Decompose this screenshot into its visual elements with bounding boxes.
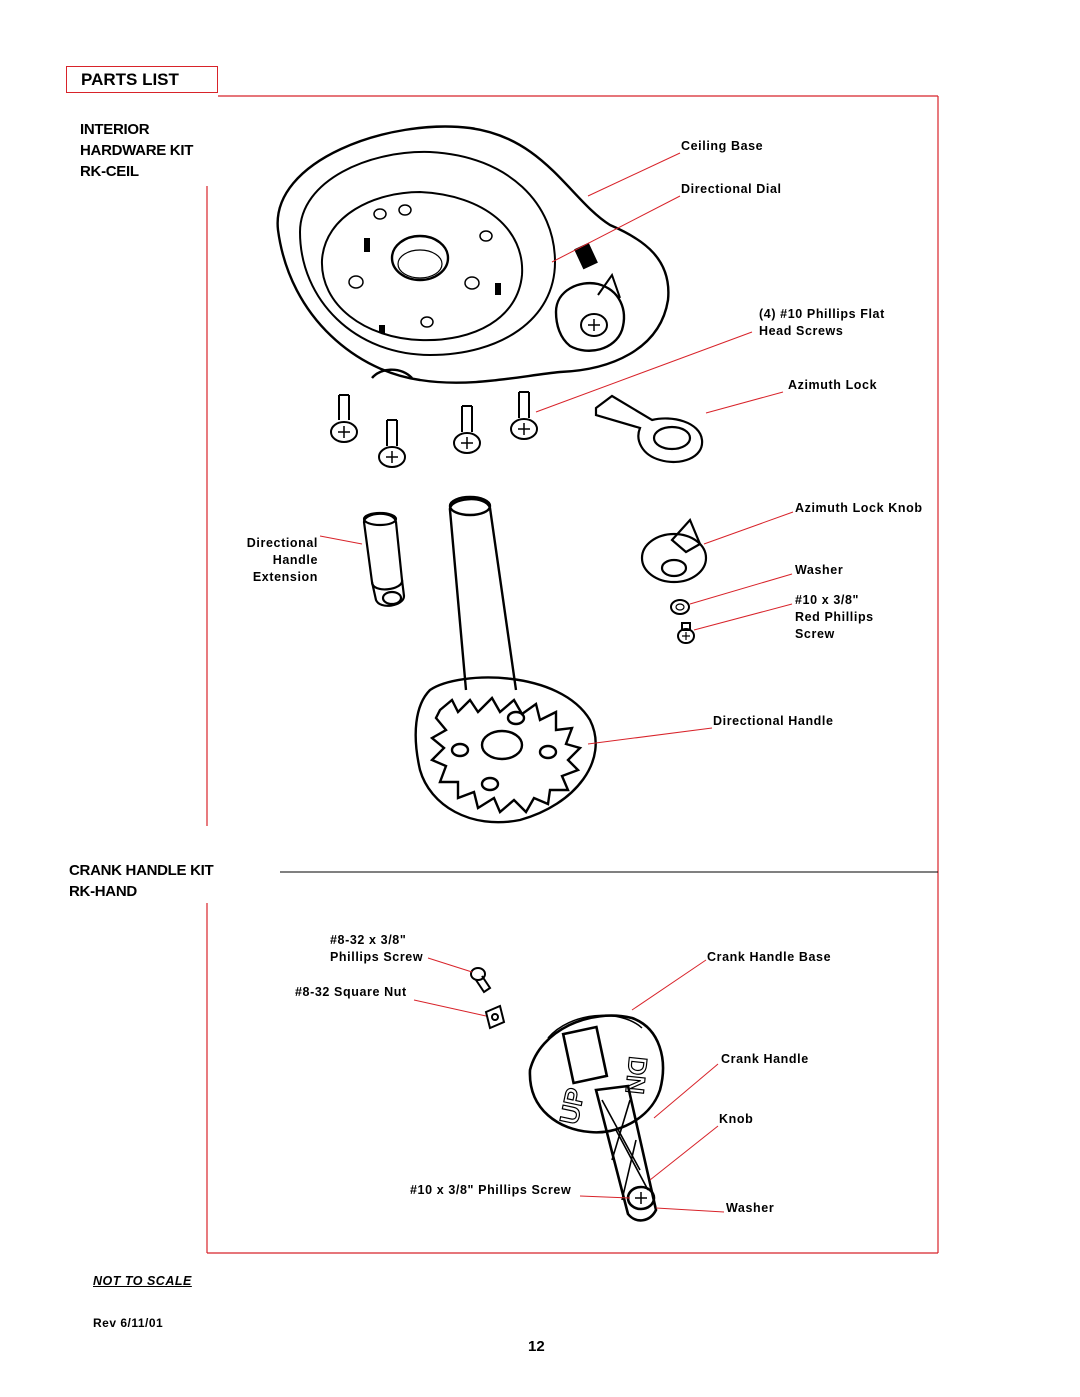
phillips-832-label: #8-32 x 3/8" Phillips Screw [330, 932, 423, 966]
washer-drawing [670, 599, 690, 615]
label-line: Head Screws [759, 324, 844, 338]
diagram-frame [206, 95, 939, 1254]
crank-handle-drawing [594, 1084, 658, 1222]
phillips-832-drawing [470, 967, 492, 994]
label-line: Screw [795, 627, 835, 641]
crank-handle-base-drawing [528, 1014, 665, 1134]
ceiling-base-drawing [276, 125, 670, 384]
interior-kit-heading: INTERIOR HARDWARE KIT RK-CEIL [80, 119, 193, 182]
crank-handle-label: Crank Handle [721, 1052, 809, 1066]
washer-label: Washer [795, 563, 844, 577]
revision-label: Rev 6/11/01 [93, 1316, 164, 1330]
label-line: Handle [272, 553, 318, 567]
directional-dial-label: Directional Dial [681, 182, 782, 196]
leader-lines [319, 152, 794, 1213]
crank-handle-base-label: Crank Handle Base [707, 950, 832, 964]
label-line: (4) #10 Phillips Flat [759, 307, 885, 321]
label-line: Phillips Screw [330, 950, 424, 964]
washer2-label: Washer [726, 1201, 775, 1215]
handle-extension-drawing [362, 511, 406, 607]
azimuth-knob-drawing [640, 517, 708, 584]
not-to-scale-note: NOT TO SCALE [93, 1274, 192, 1288]
knob-label: Knob [719, 1112, 754, 1126]
azimuth-lock-drawing [594, 394, 704, 464]
label-line: #8-32 x 3/8" [330, 933, 407, 947]
square-nut-label: #8-32 Square Nut [295, 985, 407, 999]
azimuth-lock-label: Azimuth Lock [788, 378, 878, 392]
ceiling-base-label: Ceiling Base [681, 139, 764, 153]
heading-line: HARDWARE KIT [80, 142, 194, 159]
crank-kit-heading: CRANK HANDLE KIT RK-HAND [69, 860, 214, 902]
flat-head-screws-label: (4) #10 Phillips Flat Head Screws [759, 306, 885, 340]
heading-line: CRANK HANDLE KIT [69, 862, 214, 879]
label-line: Extension [252, 570, 318, 584]
azimuth-lock-knob-label: Azimuth Lock Knob [795, 501, 923, 515]
ceiling-base-marks [364, 238, 598, 333]
page-number: 12 [528, 1338, 545, 1355]
directional-handle-drawing [414, 495, 597, 824]
red-screw-label: #10 x 3/8" Red Phillips Screw [795, 592, 874, 643]
label-line: Red Phillips [795, 610, 874, 624]
phillips-10-label: #10 x 3/8" Phillips Screw [410, 1183, 572, 1197]
square-nut-drawing [484, 1004, 506, 1030]
label-line: Directional [246, 536, 318, 550]
dial-dn-text: DN [620, 1055, 654, 1095]
directional-handle-label: Directional Handle [713, 714, 834, 728]
red-screw-drawing [677, 622, 695, 644]
flat-head-screws [330, 391, 538, 468]
handle-extension-label: Directional Handle Extension [228, 535, 318, 586]
page-title: PARTS LIST [66, 66, 218, 93]
label-line: #10 x 3/8" [795, 593, 860, 607]
heading-line: INTERIOR [80, 121, 150, 138]
dial-up-text: UP [554, 1085, 591, 1127]
heading-line: RK-HAND [69, 883, 137, 900]
heading-line: RK-CEIL [80, 163, 139, 180]
